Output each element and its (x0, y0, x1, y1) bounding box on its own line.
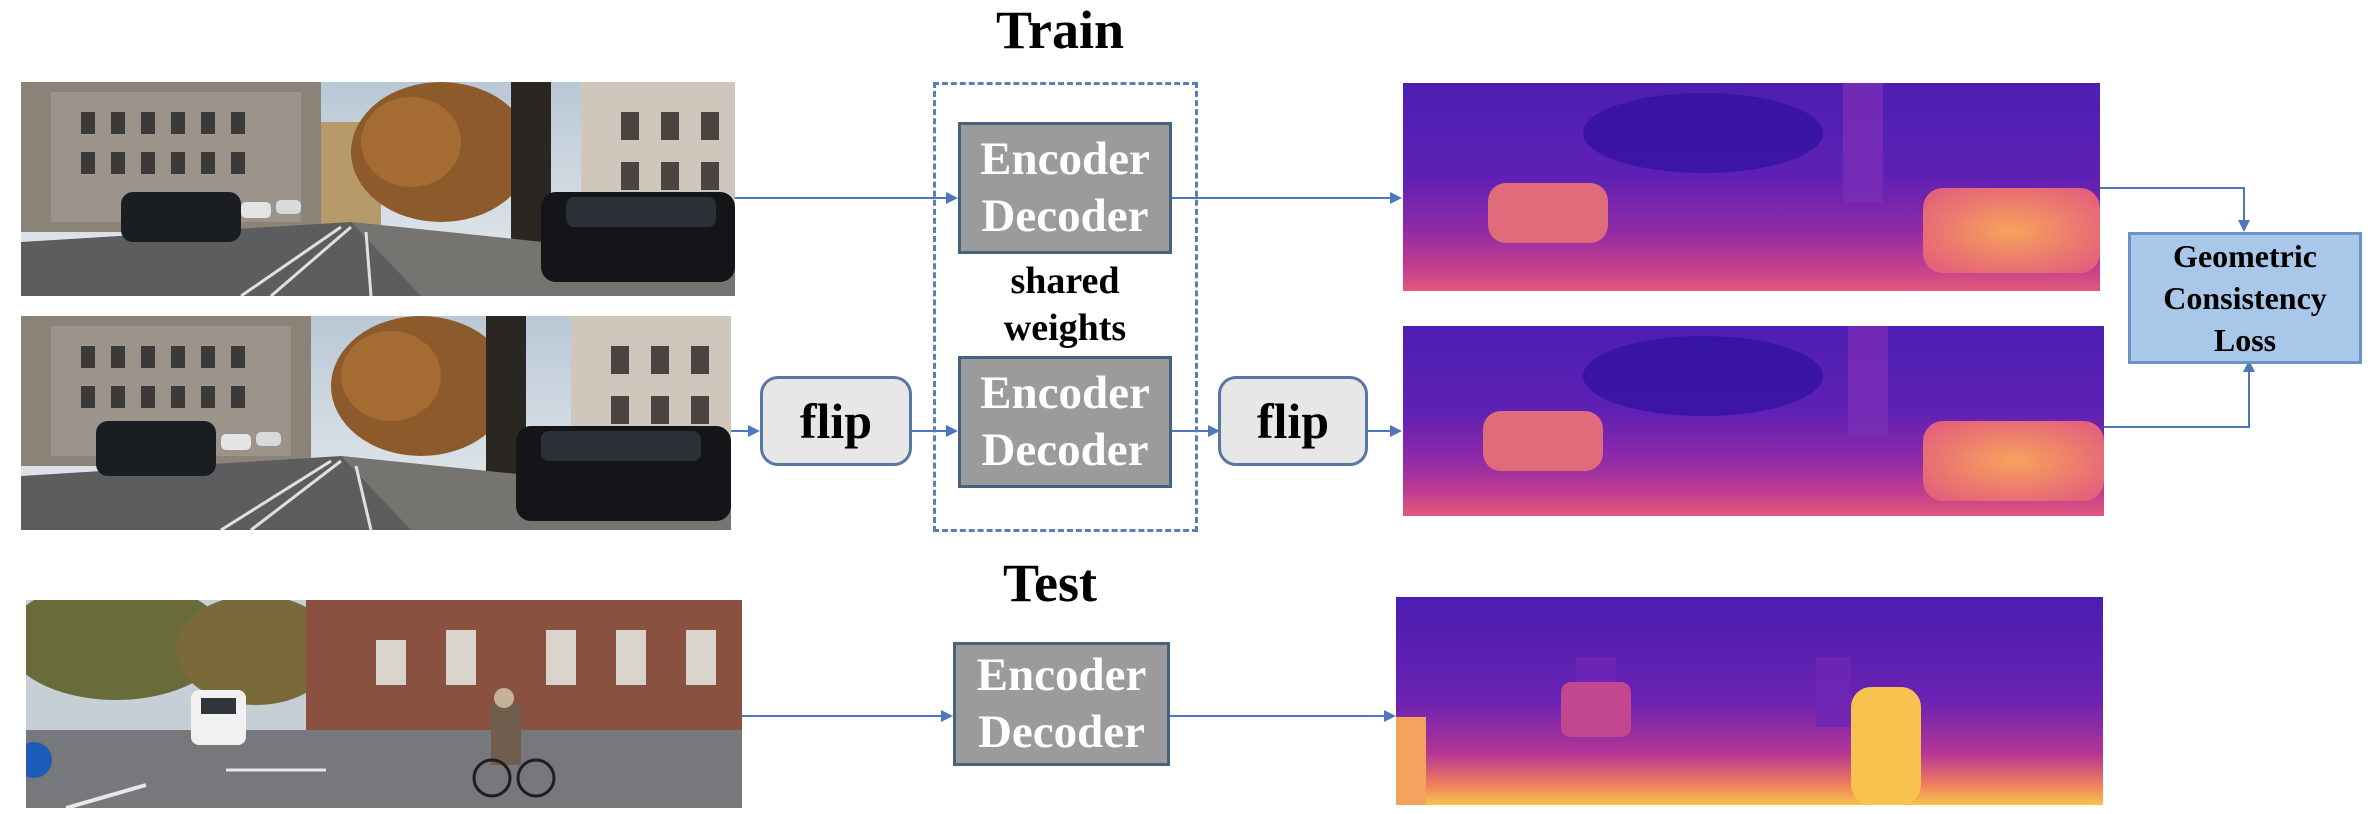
flip-box-output: flip (1218, 376, 1368, 466)
depth-map-1 (1403, 83, 2100, 291)
encoder-decoder-test: Encoder Decoder (953, 642, 1170, 766)
encoder-label: Encoder (980, 367, 1150, 419)
train-heading: Train (995, 0, 1124, 60)
arrow-flipped-depth-to-loss (2104, 360, 2255, 428)
depth-map-2 (1403, 326, 2104, 516)
shared-weights-box (933, 82, 1198, 532)
test-input-image (26, 600, 742, 808)
loss-line-1: Geometric (2173, 238, 2317, 274)
encoder-decoder-top: Encoder Decoder (958, 122, 1172, 254)
shared-weights-label: shared weights (960, 258, 1170, 354)
encoder-label: Encoder (976, 649, 1147, 701)
loss-line-2: Consistency (2163, 280, 2327, 316)
depth-map-test (1396, 597, 2103, 805)
flip-box-input: flip (760, 376, 912, 466)
decoder-label: Decoder (977, 706, 1146, 758)
geometric-consistency-loss-box: Geometric Consistency Loss (2128, 232, 2362, 364)
decoder-label: Decoder (981, 190, 1149, 242)
loss-line-3: Loss (2213, 322, 2277, 358)
encoder-label: Encoder (980, 133, 1150, 185)
shared-weights-line-2: weights (1003, 307, 1127, 349)
input-image-right (21, 316, 731, 530)
encoder-decoder-middle: Encoder Decoder (958, 356, 1172, 488)
input-image-left (21, 82, 735, 296)
decoder-label: Decoder (981, 424, 1149, 476)
test-heading: Test (1002, 553, 1098, 613)
shared-weights-line-1: shared (1010, 260, 1120, 302)
arrow-depth-to-loss (2100, 187, 2250, 232)
